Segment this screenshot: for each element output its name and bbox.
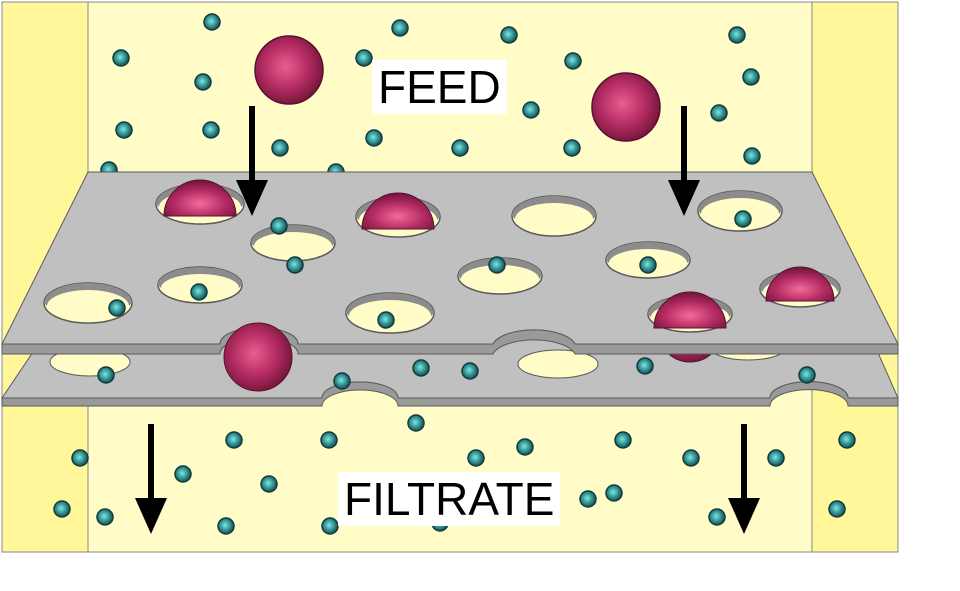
small-particle (743, 147, 761, 165)
small-particle (320, 431, 338, 449)
small-particle (838, 431, 856, 449)
small-particle (112, 49, 130, 67)
flow-arrows (135, 106, 760, 534)
small-particle (708, 508, 726, 526)
pore-wall (458, 258, 542, 279)
retained-particle (163, 179, 237, 217)
feed-arrow-left (236, 106, 268, 216)
large-particle (591, 72, 661, 142)
small-particle (605, 484, 623, 502)
large-particle (254, 35, 324, 105)
pore-wall (158, 267, 242, 288)
small-particle (564, 52, 582, 70)
filtrate-arrow-right (728, 424, 760, 534)
small-particle (461, 362, 479, 380)
small-particle (270, 217, 288, 235)
large-particle-at-edge (223, 322, 293, 392)
small-particle (202, 121, 220, 139)
small-particle (407, 414, 425, 432)
small-particle (355, 49, 373, 67)
small-particle (614, 431, 632, 449)
small-particle (377, 311, 395, 329)
small-particle (516, 438, 534, 456)
feed-label: FEED (372, 60, 507, 114)
small-particle (767, 449, 785, 467)
small-particle (710, 104, 728, 122)
small-particle (412, 359, 430, 377)
small-particle (828, 500, 846, 518)
pore-wall (44, 283, 132, 306)
passing-small-particles (108, 210, 752, 329)
small-particle (286, 256, 304, 274)
retained-particle (361, 192, 435, 230)
small-particle (391, 19, 409, 37)
small-particle (579, 490, 597, 508)
small-particle (682, 449, 700, 467)
retained-large-particles (163, 179, 835, 329)
small-particle (798, 366, 816, 384)
small-particle (194, 73, 212, 91)
small-particle (217, 517, 235, 535)
filtrate-label: FILTRATE (338, 472, 561, 526)
small-particle (728, 26, 746, 44)
pore-wall (512, 196, 596, 219)
small-particle (734, 210, 752, 228)
small-particle (97, 366, 115, 384)
lower-membrane-front (1, 381, 899, 407)
small-particle (190, 283, 208, 301)
small-particle (321, 517, 339, 535)
small-particle (260, 475, 278, 493)
interlayer-small-particles (97, 357, 816, 390)
small-particle (71, 449, 89, 467)
pore-wall (698, 191, 782, 214)
pore-wall (346, 293, 434, 316)
small-particle (451, 139, 469, 157)
lower-pore (517, 349, 599, 379)
small-particle (563, 139, 581, 157)
small-particle (225, 431, 243, 449)
small-particle (500, 26, 518, 44)
filtrate-arrow-left (135, 424, 167, 534)
small-particle (96, 508, 114, 526)
feed-large-particles (254, 35, 661, 142)
small-particle (271, 139, 289, 157)
small-particle (115, 121, 133, 139)
small-particle (108, 299, 126, 317)
small-particle (467, 449, 485, 467)
small-particle (742, 68, 760, 86)
small-particle (53, 500, 71, 518)
small-particle (333, 372, 351, 390)
small-particle (488, 256, 506, 274)
filtrate-small-particles (53, 414, 856, 535)
small-particle (522, 101, 540, 119)
upper-membrane (1, 171, 899, 355)
pore-wall (606, 242, 690, 263)
feed-arrow-right (668, 106, 700, 216)
small-particle (174, 465, 192, 483)
retained-particle (653, 291, 727, 329)
retained-particle (765, 266, 835, 302)
small-particle (639, 256, 657, 274)
small-particle (636, 357, 654, 375)
small-particle (365, 129, 383, 147)
small-particle (203, 13, 221, 31)
